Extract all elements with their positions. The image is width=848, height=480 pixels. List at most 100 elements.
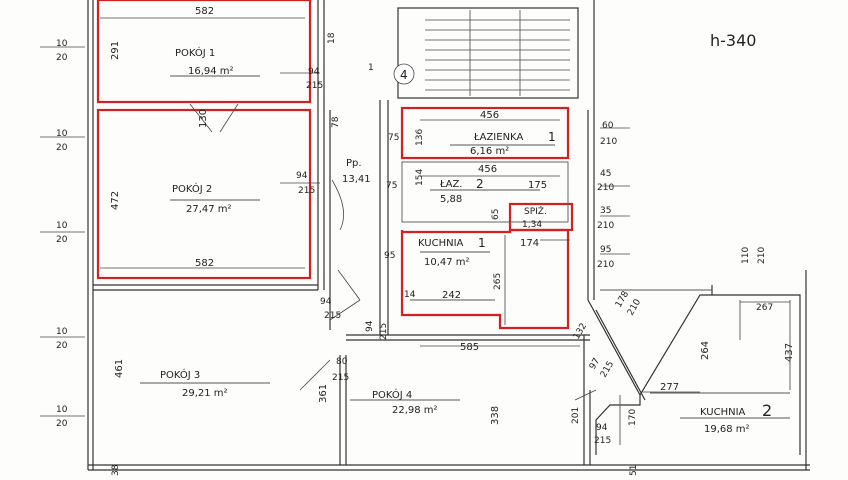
window5-b: 20 [56,419,68,429]
kuchnia1-num: 1 [478,236,486,250]
przedpokoj-area: 13,41 [342,174,371,185]
handwritten-note: h-340 [710,31,756,50]
pokoj2-door: 130 [198,109,209,128]
door1-w: 94 [308,67,320,77]
door3-w: 94 [320,297,332,307]
door5-w: 94 [596,423,608,433]
pokoj2-name: POKÓJ 2 [172,182,212,195]
highlighted-rooms [96,0,574,330]
pokoj2-outline [96,108,312,280]
door5-h: 215 [594,436,611,446]
kuchnia2-door-h: 210 [757,247,767,264]
lazienka1-name: ŁAZIENKA [473,132,523,143]
partitions [140,75,791,445]
kuchnia2-door-w: 110 [741,247,751,264]
kuchnia2-height-right: 437 [784,343,795,362]
window4-b: 20 [56,341,68,351]
kuchnia2-area: 19,68 m² [704,424,750,435]
spiz-door-w: 35 [600,206,611,216]
lazienka1-area: 6,16 m² [470,146,509,157]
kuchnia2-top-width: 267 [756,303,773,313]
laz2-dim: 175 [528,180,547,191]
kuchnia1-dim: 174 [520,238,539,249]
spiz-area: 1,34 [522,220,542,230]
laz2-small: 65 [491,209,501,220]
pokoj4-width: 585 [460,342,479,353]
door6-w: 94 [365,320,375,332]
pokoj3-area: 29,21 m² [182,388,228,399]
walls [87,0,810,471]
pokoj1-height: 291 [110,41,121,60]
kuchnia1-door-w: 95 [600,245,611,255]
kuchnia1-outline [400,228,570,330]
dimension-lines [40,17,790,417]
pokoj2-height: 472 [110,191,121,210]
kuchnia2-name: KUCHNIA [700,407,746,418]
kuchnia2-height-left: 170 [628,409,638,426]
kuchnia2-width: 277 [660,382,679,393]
door4-w: 80 [336,357,348,367]
window3-b: 20 [56,235,68,245]
door6-h: 215 [379,323,389,340]
stair-dim-a: 18 [327,32,337,44]
pokoj4-height: 338 [490,406,501,425]
bottom-dim-right: 51 [629,465,639,476]
laz2-name: ŁAZ. [439,179,463,190]
window1-b: 20 [56,53,68,63]
stair-mark: 4 [400,68,408,82]
window3-a: 10 [56,221,68,231]
laz2-door-w: 45 [600,169,611,179]
kuchnia-side-door: 132 [572,322,589,342]
pokoj4-name: POKÓJ 4 [372,388,412,401]
door2-h: 215 [298,186,315,196]
pokoj3-height: 461 [114,359,125,378]
przedpokoj-name: Pp. [346,158,362,169]
pokoj1-width: 582 [195,6,214,17]
laz2-width: 456 [478,164,497,175]
kuchnia1-door-h: 210 [597,260,614,270]
window1-a: 10 [56,39,68,49]
stair-dim-b: 1 [368,63,374,73]
kuchnia1-left: 14 [404,290,416,300]
pokoj4-area: 22,98 m² [392,405,438,416]
lazienka1-door-w: 60 [602,121,614,131]
door1-h: 215 [306,81,323,91]
kuchnia1-height: 265 [493,273,503,290]
side-door-a: 75 [388,133,399,143]
door3-h: 215 [324,311,341,321]
door-swings [189,103,597,401]
staircase [393,10,570,96]
window5-a: 10 [56,405,68,415]
pokoj2-width: 582 [195,258,214,269]
spiz-name: SPIŻ. [524,206,547,217]
door7-h: 210 [626,297,643,317]
kuchnia1-name: KUCHNIA [418,238,464,249]
kuchnia2-corridor: 201 [571,407,581,424]
lazienka1-door-h: 210 [600,137,617,147]
kuchnia2-num: 2 [762,401,772,420]
laz2-num: 2 [476,177,484,191]
door8-w: 97 [588,357,602,372]
laz2-door-h: 210 [597,183,614,193]
przedpokoj-dim: 78 [331,116,341,128]
pokoj1-name: POKÓJ 1 [175,46,215,59]
lazienka1-width: 456 [480,110,499,121]
pokoj2-area: 27,47 m² [186,204,232,215]
lazienka1-height: 136 [415,129,425,146]
lazienka1-outline [400,106,570,160]
kuchnia1-area: 10,47 m² [424,257,470,268]
pokoj4-left-height: 361 [318,384,329,403]
pokoj3-name: POKÓJ 3 [160,368,200,381]
pokoj1-area: 16,94 m² [188,66,234,77]
window2-b: 20 [56,143,68,153]
laz2-height: 154 [415,169,425,186]
spiz-door-h: 210 [597,221,614,231]
window4-a: 10 [56,327,68,337]
labels: h-340 582 291 POKÓJ 1 16,94 m² 130 472 P… [56,6,795,476]
bottom-dim-left: 38 [111,464,121,476]
lazienka1-num: 1 [548,130,556,144]
laz2-area: 5,88 [440,194,462,205]
door2-w: 94 [296,171,308,181]
